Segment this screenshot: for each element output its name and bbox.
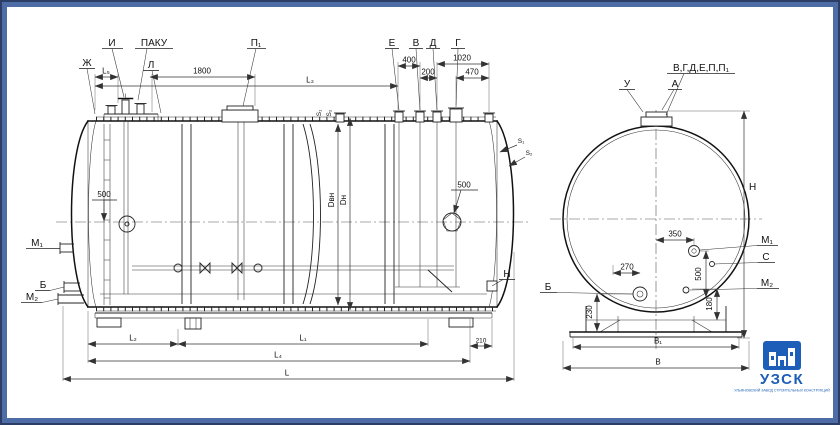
nozzle-d <box>432 111 442 123</box>
dim-500-left: 500 <box>97 190 111 199</box>
dim-270: 270 <box>620 263 634 272</box>
dim-200: 200 <box>421 68 435 77</box>
label-m1-end: М₁ <box>761 235 773 246</box>
dim-l1: L₁ <box>299 334 306 343</box>
end-dimension-lines <box>562 110 750 372</box>
label-n: Н <box>503 269 510 280</box>
dim-1800: 1800 <box>193 67 211 76</box>
label-b-end: Б <box>545 282 552 293</box>
dim-470: 470 <box>465 68 479 77</box>
label-m2-end: М₂ <box>761 278 773 289</box>
dim-s2-head: S₂ <box>526 150 533 157</box>
label-a: А <box>672 79 679 90</box>
end-dimension-texts: 350 270 500 230 180 В₁ В <box>585 230 714 367</box>
dim-l-total: L <box>285 369 290 378</box>
dim-400: 400 <box>402 56 416 65</box>
label-zh: Ж <box>82 58 92 69</box>
level-gauge-circle <box>118 215 136 233</box>
label-l: Л <box>148 60 155 71</box>
tank-shell <box>70 116 515 312</box>
label-c-end: С <box>762 252 769 263</box>
dim-b: В <box>655 358 660 367</box>
dim-500-end: 500 <box>694 267 703 281</box>
hatch-p1 <box>221 109 259 123</box>
dim-350: 350 <box>668 230 682 239</box>
dim-500-right: 500 <box>457 181 471 190</box>
dim-h: Н <box>749 182 756 193</box>
side-dimension-lines <box>62 60 526 383</box>
label-m2: М₂ <box>26 292 38 303</box>
label-paku: ПАКУ <box>141 38 168 49</box>
tank-internals <box>100 122 487 305</box>
dim-s1: S₁ <box>316 109 323 116</box>
nozzle-m2-end <box>682 286 690 294</box>
end-labels: В,Г,Д,Е,П,П₁ У А М₁ С М₂ Б Н <box>540 63 779 295</box>
top-fittings <box>103 93 495 123</box>
label-e: Е <box>389 38 396 49</box>
dim-1020: 1020 <box>453 54 471 63</box>
side-view: Ж И ПАКУ Л П₁ Е В Д Г М₁ Б М₂ Н <box>21 38 533 383</box>
side-skid <box>94 312 493 330</box>
dim-l5: L₅ <box>102 67 110 76</box>
dim-l4: L₄ <box>274 351 282 360</box>
side-dimension-texts: L₅ 1800 L₃ 400 200 1020 470 500 500 Dвн … <box>97 54 533 378</box>
side-labels: Ж И ПАКУ Л П₁ Е В Д Г М₁ Б М₂ Н <box>21 38 515 303</box>
label-v: В <box>413 38 420 49</box>
dim-b1: В₁ <box>654 337 662 346</box>
dim-l3: L₃ <box>306 76 314 85</box>
label-g: Г <box>455 38 461 49</box>
uzsk-logo: УЗСК УЛЬЯНОВСКИЙ ЗАВОД СТРОИТЕЛЬНЫХ КОНС… <box>734 341 830 393</box>
end-top-hatch <box>640 111 673 127</box>
nozzle-v <box>415 111 425 123</box>
factory-building-icon <box>769 348 795 366</box>
end-view: В,Г,Д,Е,П,П₁ У А М₁ С М₂ Б Н 350 270 500… <box>540 63 779 372</box>
label-p1: П₁ <box>251 38 262 49</box>
label-u: У <box>624 79 631 90</box>
dim-l2: L₂ <box>129 334 137 343</box>
label-b: Б <box>40 280 47 291</box>
dim-dn: Dн <box>339 195 348 205</box>
dim-s2: S₂ <box>326 109 333 116</box>
dim-210: 210 <box>476 338 487 345</box>
label-group-nozzles: В,Г,Д,Е,П,П₁ <box>673 63 730 74</box>
dim-230: 230 <box>585 305 594 319</box>
uzsk-logo-title: УЗСК <box>760 371 804 388</box>
uzsk-logo-subtitle: УЛЬЯНОВСКИЙ ЗАВОД СТРОИТЕЛЬНЫХ КОНСТРУКЦ… <box>734 389 830 393</box>
dim-dvn: Dвн <box>327 193 336 207</box>
label-i: И <box>108 38 115 49</box>
dim-180: 180 <box>705 297 714 311</box>
label-d: Д <box>430 38 437 49</box>
label-m1: М₁ <box>31 238 43 249</box>
nozzle-e <box>394 111 404 123</box>
nozzle-g <box>449 108 463 123</box>
dim-s1-head: S₁ <box>518 138 525 145</box>
